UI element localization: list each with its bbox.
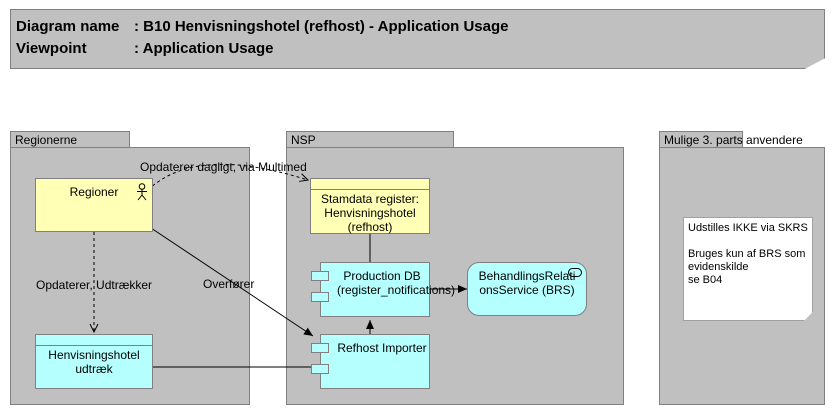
regioner-label: Regioner [69,185,119,199]
stamdata-band [311,179,429,190]
production-db-label: Production DB (register_notifications) [337,269,456,297]
component-icon [311,271,329,281]
group-nsp-tab[interactable]: NSP [286,131,454,148]
stamdata-register-label: Stamdata register: Henvisningshotel (ref… [320,192,420,234]
diagram-header: Diagram name : B10 Henvisningshotel (refh… [10,9,825,69]
label-overforer: Overfører [203,277,255,291]
henvisningshotel-udtraek-box[interactable]: Henvisningshotel udtræk [35,334,153,389]
diagram-name-key: Diagram name [16,18,120,35]
refhost-importer-label: Refhost Importer [337,341,427,355]
diagram-name-row: Diagram name : B10 Henvisningshotel (refh… [16,18,509,35]
relation-opdaterer-dagligt[interactable] [147,163,308,191]
relation-overforer[interactable] [147,225,314,337]
label-opdaterer-udtraekker: Opdaterer, Udtrækker [36,278,153,292]
behandlings-service-label: BehandlingsRelationsService (BRS) [478,269,576,297]
viewpoint-row: Viewpoint : Application Usage [16,40,273,57]
regioner-actor[interactable]: Regioner [35,178,153,232]
production-db-component[interactable]: Production DB (register_notifications) [320,262,455,317]
service-icon [568,268,582,277]
component-icon [311,292,329,302]
behandlings-service-box[interactable]: BehandlingsRelationsService (BRS) [467,262,587,316]
viewpoint-key: Viewpoint [16,40,87,57]
component-icon [311,343,329,353]
diagram-name-value: : B10 Henvisningshotel (refhost) - Appli… [134,18,509,35]
note-line-1: Udstilles IKKE via SKRS [688,222,808,234]
viewpoint-value: : Application Usage [134,40,274,57]
actor-icon [137,183,147,201]
label-opdaterer-dagligt: Opdaterer dagligt, via Multimed [140,160,307,174]
stamdata-register-box[interactable]: Stamdata register: Henvisningshotel (ref… [310,178,430,234]
udtraek-band [36,335,152,346]
note-line-2: Bruges kun af BRS som evidenskilde [688,248,806,273]
note-line-3: se B04 [688,274,723,286]
note-box[interactable]: Udstilles IKKE via SKRS Bruges kun af BR… [683,217,813,321]
henvisningshotel-udtraek-label: Henvisningshotel udtræk [48,348,140,376]
component-icon [311,364,329,374]
refhost-importer-component[interactable]: Refhost Importer [320,334,430,389]
